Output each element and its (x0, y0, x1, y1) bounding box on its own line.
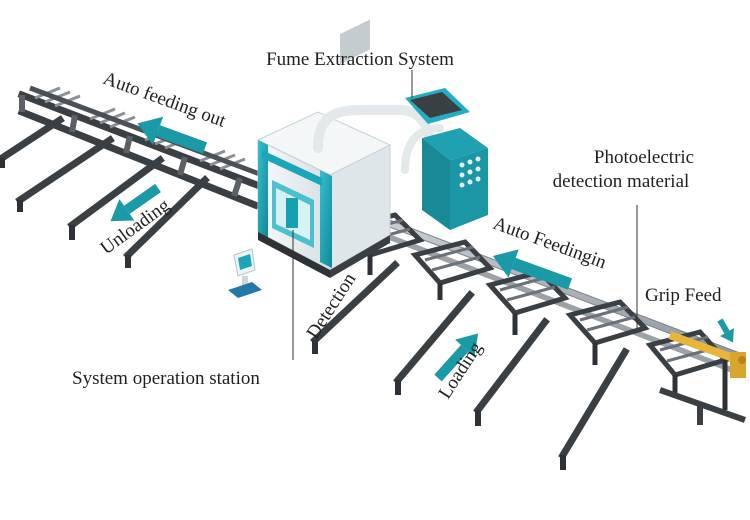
label-photoelectric-2: detection material (553, 171, 690, 192)
loading-arrow (434, 333, 479, 382)
label-system-operation-station: System operation station (72, 368, 260, 389)
operation-station (228, 248, 262, 298)
infeed-conveyor (310, 204, 746, 470)
auto-feeding-out-arrow (137, 116, 208, 154)
clamp-icon (668, 331, 746, 378)
outfeed-conveyor (0, 85, 275, 268)
leader-lines (292, 70, 638, 360)
auto-feedingin-arrow (492, 249, 573, 290)
fume-extraction-unit (405, 88, 488, 230)
unloading-arrow (110, 183, 161, 222)
label-photoelectric-1: Photoelectric (594, 147, 694, 168)
fume-duct (313, 105, 444, 174)
label-grip-feed: Grip Feed (645, 285, 722, 306)
arrow-icon (110, 116, 734, 382)
saw-machine (256, 19, 392, 278)
label-fume-extraction: Fume Extraction System (266, 49, 454, 70)
grip-feed-arrow (717, 318, 734, 343)
